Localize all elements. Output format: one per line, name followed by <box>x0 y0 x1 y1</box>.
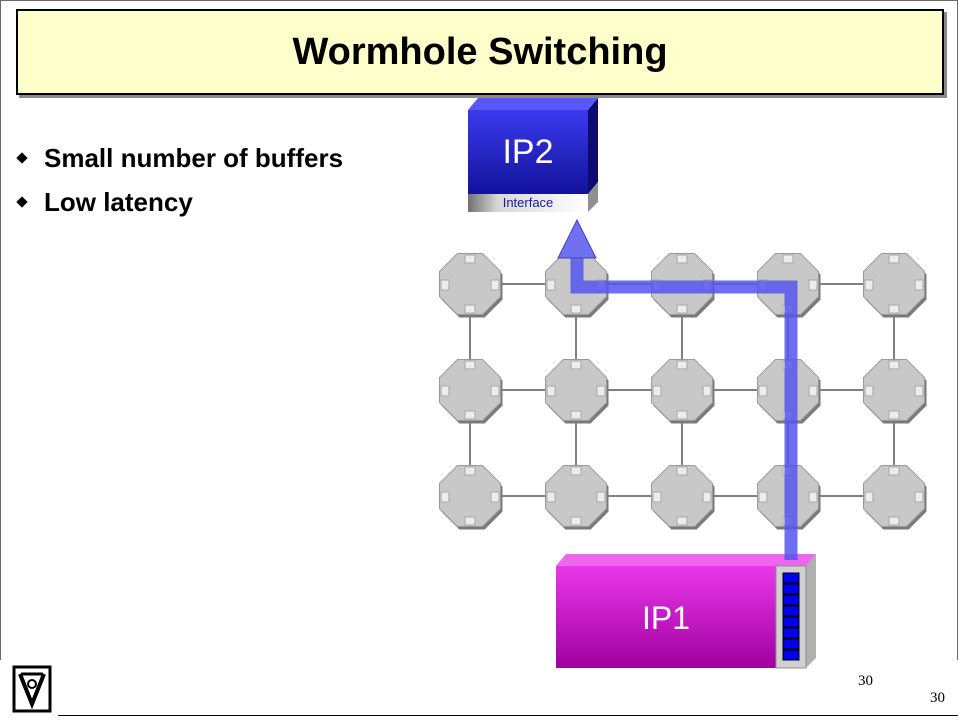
ip1-label: IP1 <box>642 600 690 636</box>
ip1-node: IP1 <box>556 554 816 669</box>
bullet-item: Low latency <box>16 180 343 224</box>
bullet-item: Small number of buffers <box>16 136 343 180</box>
router-node <box>439 465 503 530</box>
router-node <box>439 359 503 424</box>
buffer-slot <box>782 627 800 639</box>
ip1-top-face <box>556 554 816 566</box>
buffer-slot <box>782 649 800 661</box>
ip2-side-face <box>588 98 598 194</box>
router-node <box>863 465 927 530</box>
ip2-interface-label: Interface <box>503 195 554 210</box>
ip2-interface-bar <box>468 194 588 212</box>
router-node <box>545 465 609 530</box>
bullet-text: Low latency <box>44 186 193 217</box>
ip2-node: IP2 Interface <box>468 98 598 212</box>
router-node <box>545 359 609 424</box>
arrow-up-icon <box>557 218 597 259</box>
ip1-side-face <box>806 554 816 668</box>
buffer-slot <box>782 594 800 606</box>
footer-divider <box>58 715 958 716</box>
buffer-slot <box>782 616 800 628</box>
wormhole-path-line <box>570 256 798 560</box>
router-node <box>651 465 715 530</box>
router-node <box>439 253 503 318</box>
slide-frame <box>0 0 958 660</box>
buffer-slot <box>782 583 800 595</box>
router-node <box>863 253 927 318</box>
bullet-text: Small number of buffers <box>44 142 344 173</box>
ip1-buffer-stack <box>782 572 800 661</box>
page-number: 30 <box>858 673 873 689</box>
router-node <box>863 359 927 424</box>
buffer-slot <box>782 638 800 650</box>
wormhole-path <box>557 218 798 560</box>
technion-logo-icon <box>12 665 52 713</box>
ip2-front-face <box>468 110 588 194</box>
router-grid <box>439 253 927 530</box>
bullet-list: Small number of buffers Low latency <box>16 136 343 224</box>
ip2-top-face <box>468 98 598 110</box>
page-number-footer: 30 <box>930 690 945 706</box>
buffer-slot <box>782 572 800 584</box>
ip1-front-face <box>556 566 776 668</box>
ip2-label: IP2 <box>502 133 553 171</box>
buffer-slot <box>782 605 800 617</box>
router-node <box>651 359 715 424</box>
page-title: Wormhole Switching <box>292 30 668 73</box>
ip2-interface-side <box>588 182 598 212</box>
title-box: Wormhole Switching <box>16 9 944 95</box>
